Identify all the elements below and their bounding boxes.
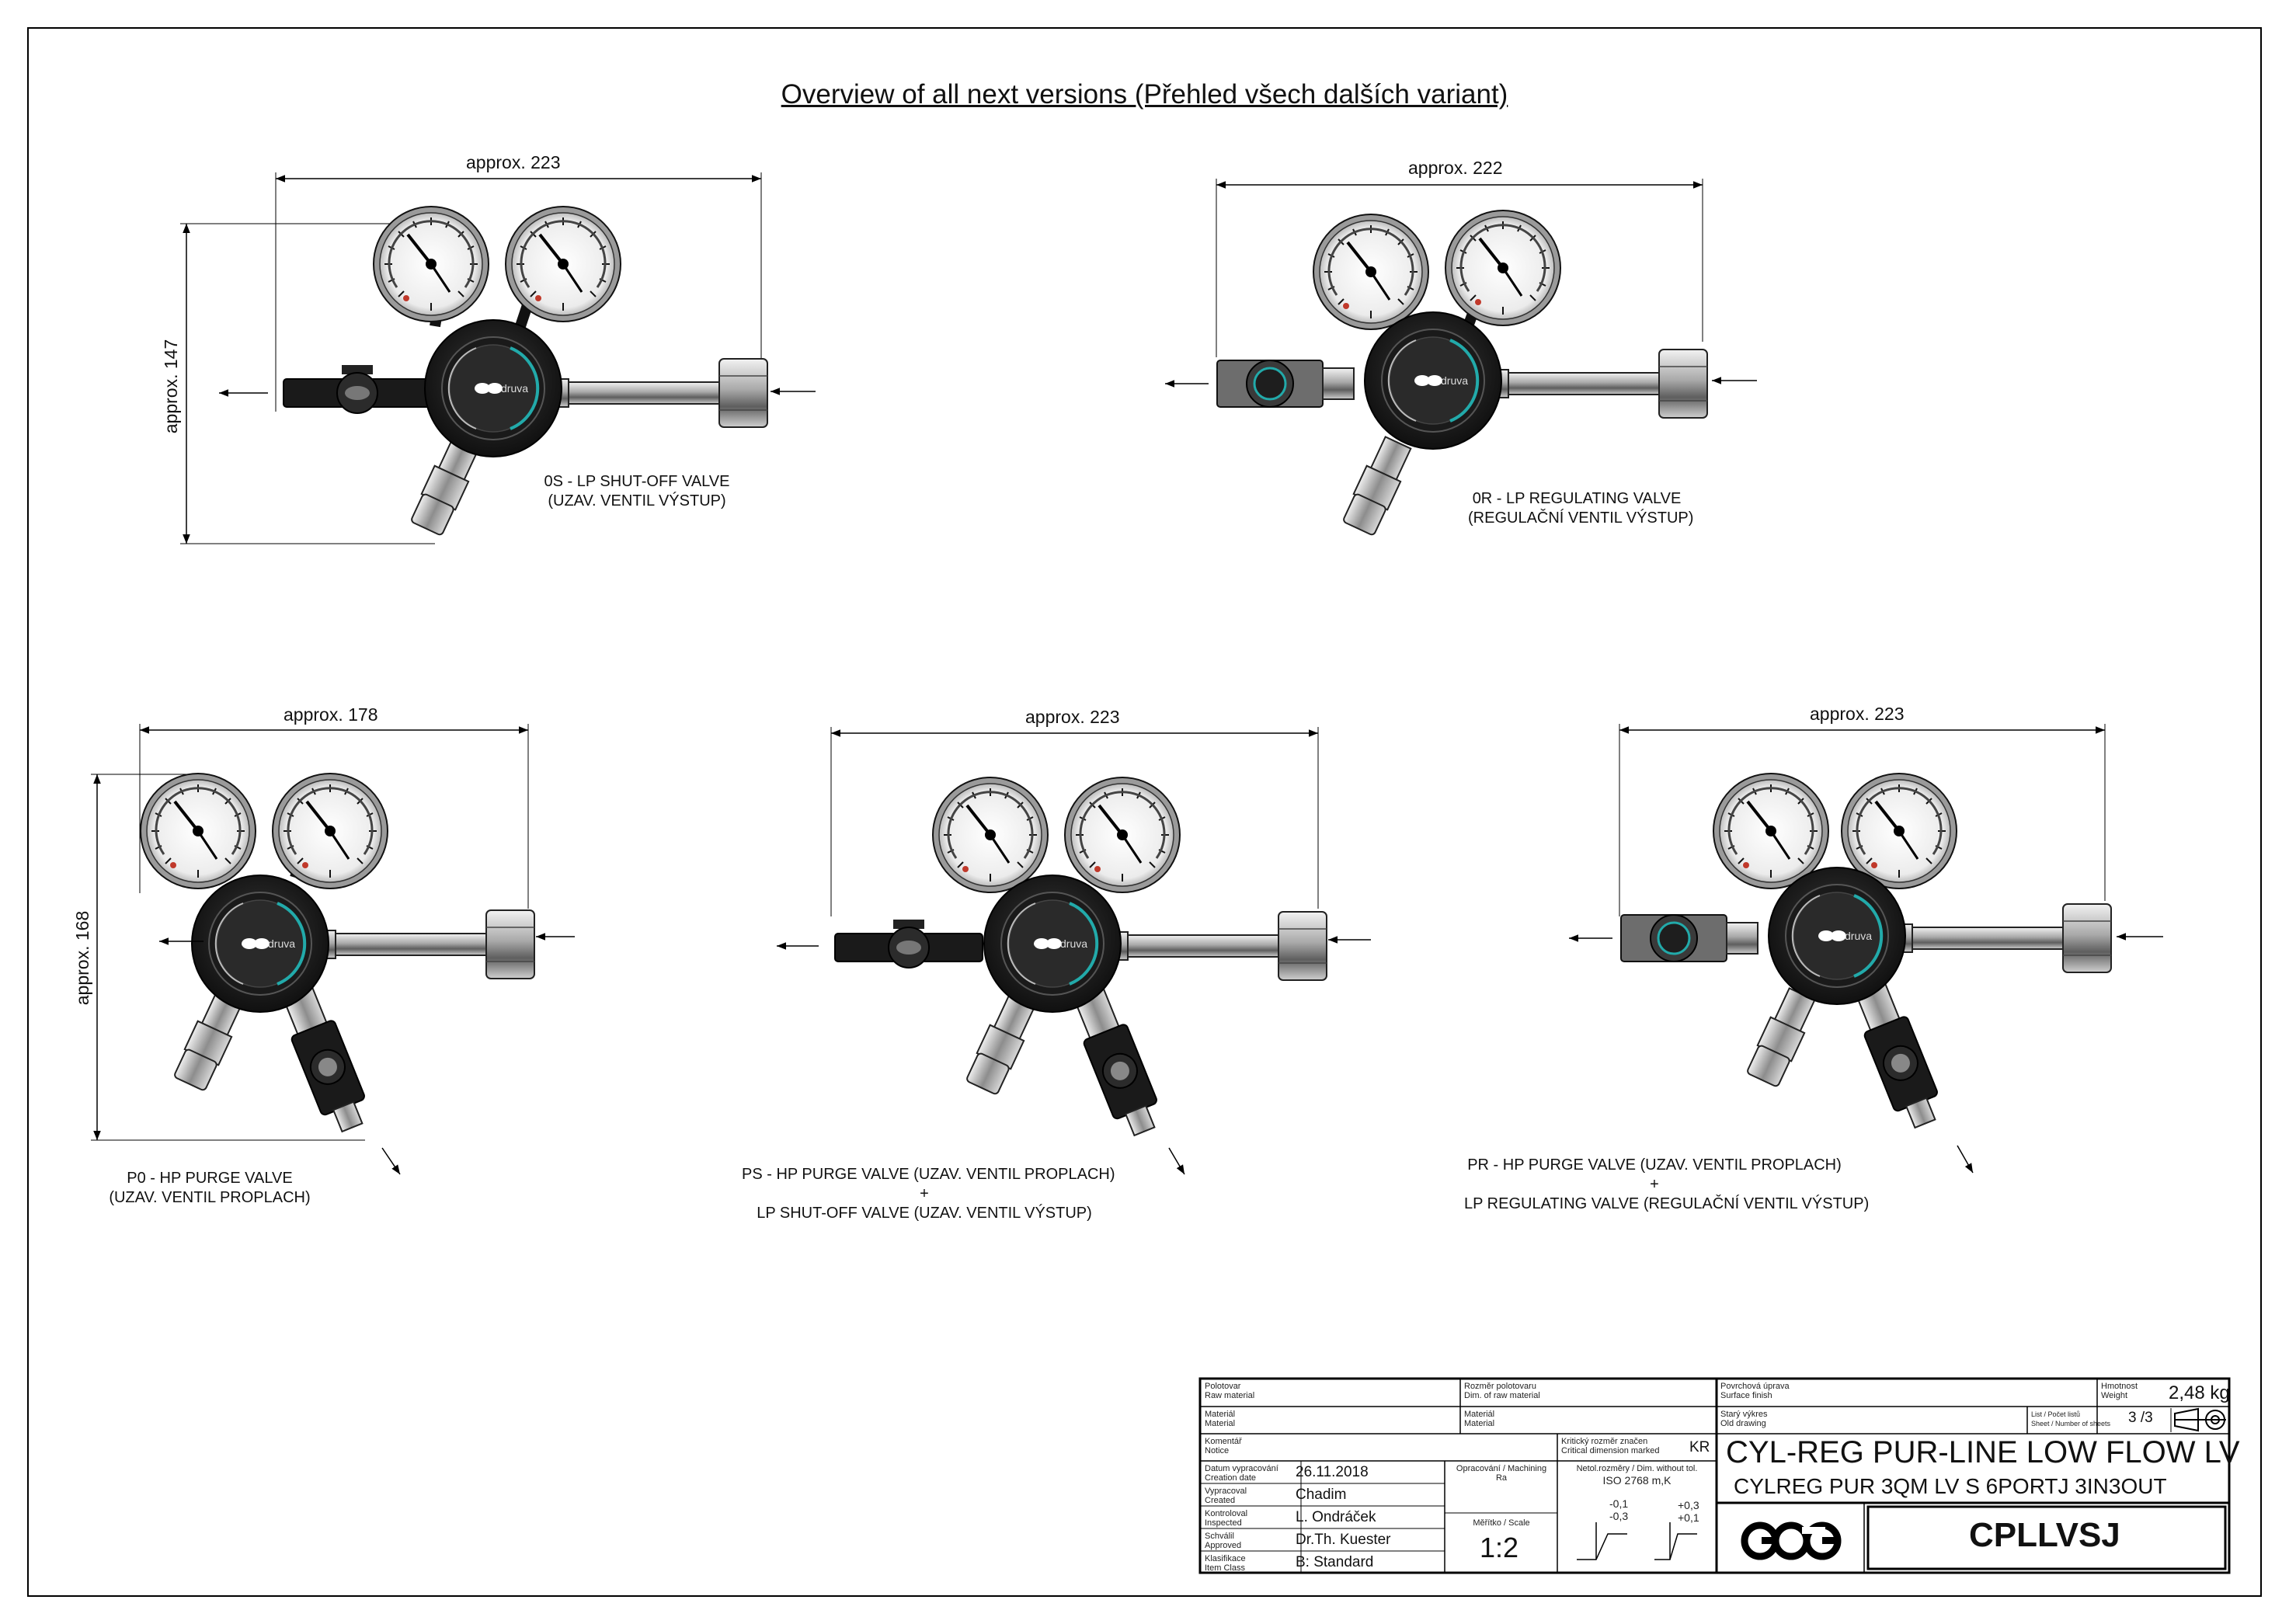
- assembly-pr: [1569, 724, 2163, 1174]
- assembly-0r: [1165, 179, 1757, 537]
- caption-0r: 0R - LP REGULATING VALVE(REGULAČNÍ VENTI…: [1468, 490, 1694, 527]
- tb-date-value: 26.11.2018: [1296, 1464, 1369, 1480]
- dimension-height-0s: approx. 147: [161, 339, 182, 434]
- tb-scale-value: 1:2: [1480, 1532, 1519, 1563]
- tb-sheet-value: 3 /3: [2128, 1410, 2153, 1426]
- assembly-0s: [180, 172, 816, 544]
- product-name: CYL-REG PUR-LINE LOW FLOW LV: [1726, 1435, 2240, 1469]
- sheet-border: [27, 27, 2262, 1597]
- tb-kr-value: KR: [1689, 1439, 1710, 1455]
- caption-p0: P0 - HP PURGE VALVE(UZAV. VENTIL PROPLAC…: [109, 1170, 311, 1206]
- title-block-grid: [1198, 1377, 2231, 1574]
- dimension-width-p0: approx. 178: [284, 704, 378, 725]
- dimension-width-pr: approx. 223: [1810, 704, 1905, 724]
- assembly-p0: [91, 724, 575, 1175]
- caption-0s: 0S - LP SHUT-OFF VALVE(UZAV. VENTIL VÝST…: [544, 473, 730, 509]
- caption-pr: PR - HP PURGE VALVE (UZAV. VENTIL PROPLA…: [1464, 1156, 1870, 1212]
- tb-weight-value: 2,48 kg: [2169, 1382, 2230, 1403]
- tb-inspected-value: L. Ondráček: [1296, 1509, 1376, 1525]
- assembly-ps: [777, 727, 1371, 1175]
- drawing-code: CPLLVSJ: [1969, 1516, 2120, 1554]
- gce-logo-icon: [1741, 1521, 1842, 1560]
- tb-created-value: Chadim: [1296, 1487, 1347, 1503]
- tolerance-sketch: [1577, 1522, 1697, 1560]
- product-description: CYLREG PUR 3QM LV S 6PORTJ 3IN3OUT: [1734, 1474, 2167, 1498]
- tb-tol-right: +0,3+0,1: [1678, 1499, 1699, 1524]
- dimension-height-p0: approx. 168: [72, 910, 93, 1006]
- dimension-width-ps: approx. 223: [1025, 707, 1120, 727]
- tb-class-value: B: Standard: [1296, 1554, 1374, 1570]
- caption-ps: PS - HP PURGE VALVE (UZAV. VENTIL PROPLA…: [742, 1166, 1115, 1222]
- projection-symbol-icon: [2174, 1407, 2226, 1432]
- dimension-width-0r: approx. 222: [1408, 158, 1503, 178]
- tb-tolerance-label: Netol.rozměry / Dim. without tol.ISO 276…: [1576, 1464, 1698, 1487]
- tb-tol-left: -0,1-0,3: [1609, 1497, 1629, 1522]
- tb-scale-label: Měřítko / Scale: [1473, 1518, 1530, 1528]
- dimension-width-0s: approx. 223: [466, 152, 561, 172]
- page-title: Overview of all next versions (Přehled v…: [781, 79, 1508, 110]
- tb-approved-value: Dr.Th. Kuester: [1296, 1532, 1391, 1548]
